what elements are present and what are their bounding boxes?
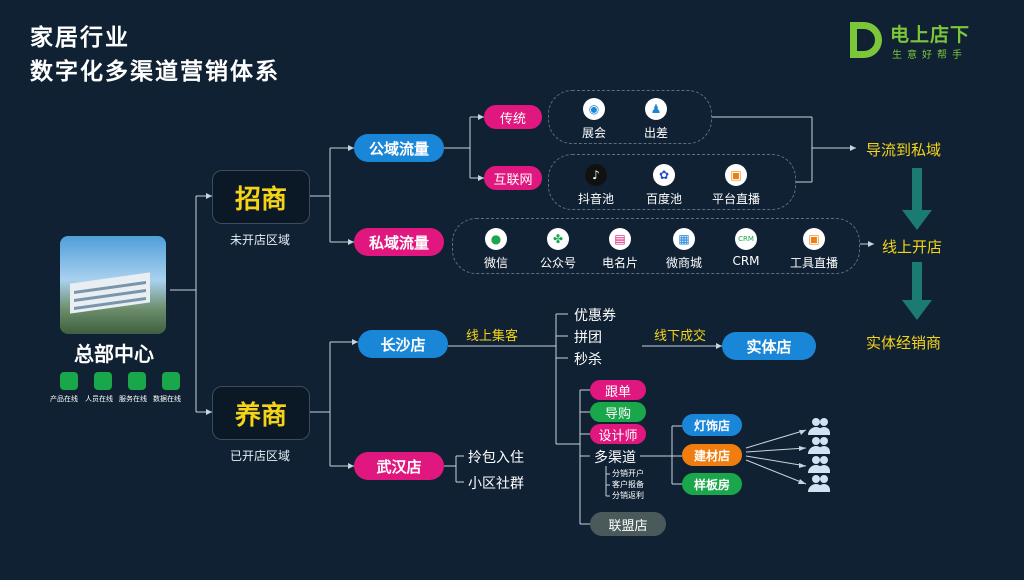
channel-item: ● 微信 [466,228,526,271]
channel-item: ◉ 展会 [564,98,624,141]
internet-group [548,154,796,210]
hq-icon-label: 产品在线 [50,395,78,403]
logo-slogan: 生意好帮手 [892,50,967,61]
douyin-icon: ♪ [585,164,607,186]
tool-live-icon: ▣ [803,228,825,250]
flow-step: 线上开店 [882,238,943,256]
traditional-pill: 传统 [484,105,542,129]
channel-item: ♟ 出差 [626,98,686,141]
channel-pill: 跟单 [590,380,646,400]
crm-icon: CRM [735,228,757,250]
service-icon [128,372,146,390]
private-traffic-pill: 私域流量 [354,228,444,256]
hq-icon-label: 数据在线 [153,395,181,403]
flow-step: 导流到私域 [866,141,942,159]
store-type-pill: 样板房 [682,473,742,495]
multi-sub-item: 分销返利 [612,491,644,500]
page-title-line2: 数字化多渠道营销体系 [30,59,280,85]
hq-icons: 产品在线 人员在线 服务在线 数据在线 [50,372,190,406]
hq-label: 总部中心 [74,342,154,366]
channel-pill: 设计师 [590,424,646,444]
channel-item: ▣ 工具直播 [784,228,844,271]
internet-pill: 互联网 [484,166,542,190]
customer-group-icon [808,475,830,493]
channel-item: CRM CRM [716,228,776,268]
hq-building-image [60,236,166,334]
yangshang-sub: 已开店区域 [230,449,291,463]
logo-mark-icon [850,22,882,58]
physical-store-pill: 实体店 [722,332,816,360]
multi-sub-item: 分销开户 [612,469,644,478]
wuhan-item: 小区社群 [468,476,524,492]
customer-group-icon [808,418,830,436]
channel-item: ♪ 抖音池 [566,164,626,207]
data-icon [162,372,180,390]
channel-item: ✿ 百度池 [634,164,694,207]
customer-group-icon [808,437,830,455]
expo-icon: ◉ [583,98,605,120]
channel-pill: 导购 [590,402,646,422]
promo-item: 优惠券 [574,308,616,324]
store-type-pill: 建材店 [682,444,742,466]
online-label: 线上集客 [466,329,519,344]
travel-icon: ♟ [645,98,667,120]
alliance-store-pill: 联盟店 [590,512,666,536]
wuhan-item: 拎包入住 [468,450,524,466]
flow-step: 实体经销商 [866,334,942,352]
customer-group-icon [808,456,830,474]
channel-item: ▦ 微商城 [654,228,714,271]
multi-sub-item: 客户报备 [612,480,644,489]
zhaoshang-sub: 未开店区域 [230,233,291,247]
offline-label: 线下成交 [654,329,707,344]
promo-item: 秒杀 [574,352,602,368]
logo: 电上店下 生意好帮手 [846,18,996,66]
store-type-pill: 灯饰店 [682,414,742,436]
hq-icon-label: 服务在线 [119,395,147,403]
card-icon: ▤ [609,228,631,250]
private-group [452,218,860,274]
product-icon [60,372,78,390]
page-title-line1: 家居行业 [30,25,130,51]
people-icon [94,372,112,390]
multi-channel-label: 多渠道 [594,450,636,466]
public-traffic-pill: 公域流量 [354,134,444,162]
zhaoshang-box: 招商 [212,170,310,224]
changsha-pill: 长沙店 [358,330,448,358]
logo-name: 电上店下 [890,24,971,46]
hq-icon-label: 人员在线 [85,395,113,403]
channel-item: ▤ 电名片 [590,228,650,271]
channel-item: ✤ 公众号 [528,228,588,271]
wuhan-pill: 武汉店 [354,452,444,480]
channel-item: ▣ 平台直播 [706,164,766,207]
official-account-icon: ✤ [547,228,569,250]
yangshang-box: 养商 [212,386,310,440]
wechat-icon: ● [485,228,507,250]
baidu-icon: ✿ [653,164,675,186]
mall-icon: ▦ [673,228,695,250]
traditional-group [548,90,712,144]
live-icon: ▣ [725,164,747,186]
promo-item: 拼团 [574,330,602,346]
